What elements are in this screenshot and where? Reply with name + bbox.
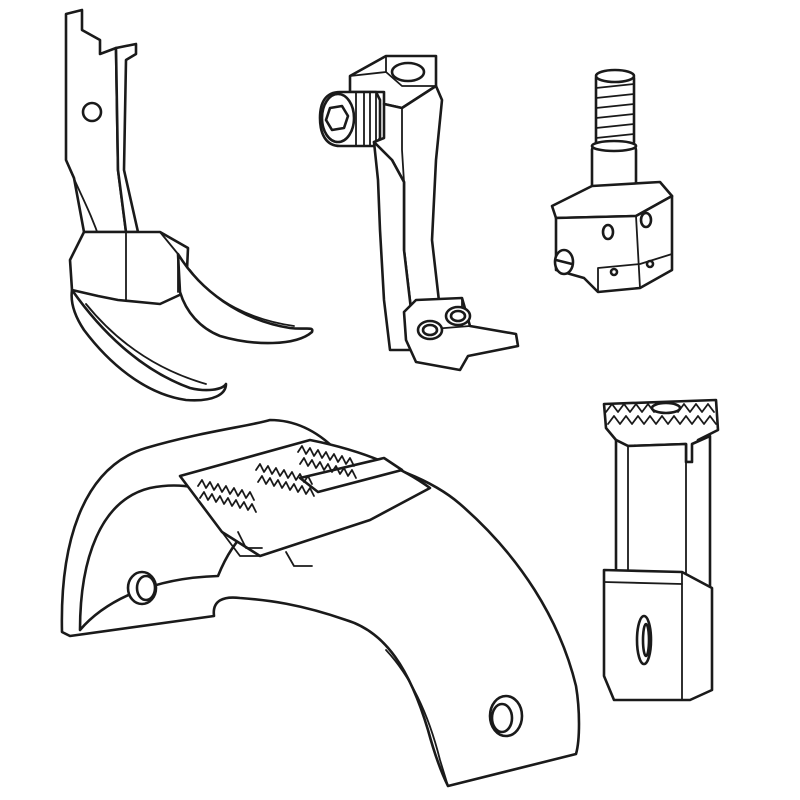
foot-body — [68, 230, 190, 306]
hinged-presser-foot — [64, 8, 314, 402]
foot-right-toe — [176, 252, 314, 345]
narrow-feed-dog — [602, 398, 720, 702]
clamp-small-hole-2 — [645, 259, 655, 269]
cfoot-top-hole — [390, 61, 426, 83]
needle-clamp — [550, 68, 674, 294]
feeddog-teeth-row-1 — [197, 479, 257, 513]
feeddog-teeth-row-2 — [255, 463, 315, 497]
narrow-dog-slot-top — [650, 401, 682, 415]
foot-shank-front — [114, 42, 140, 234]
clamp-small-hole-1 — [609, 267, 619, 277]
arched-feed-dog — [60, 418, 581, 788]
feeddog-slot — [298, 456, 404, 494]
clamp-hole-2 — [639, 211, 653, 229]
feeddog-teeth-row-3 — [297, 445, 357, 479]
compensating-presser-foot — [318, 54, 520, 372]
cfoot-screw-hex-icon — [324, 104, 350, 132]
foot-left-toe — [70, 288, 228, 402]
cfoot-hole-right — [444, 305, 472, 327]
cfoot-hole-left — [416, 319, 444, 341]
clamp-hole-1 — [601, 223, 615, 241]
narrow-dog-plate — [602, 568, 714, 702]
foot-mount-hole — [81, 101, 103, 123]
